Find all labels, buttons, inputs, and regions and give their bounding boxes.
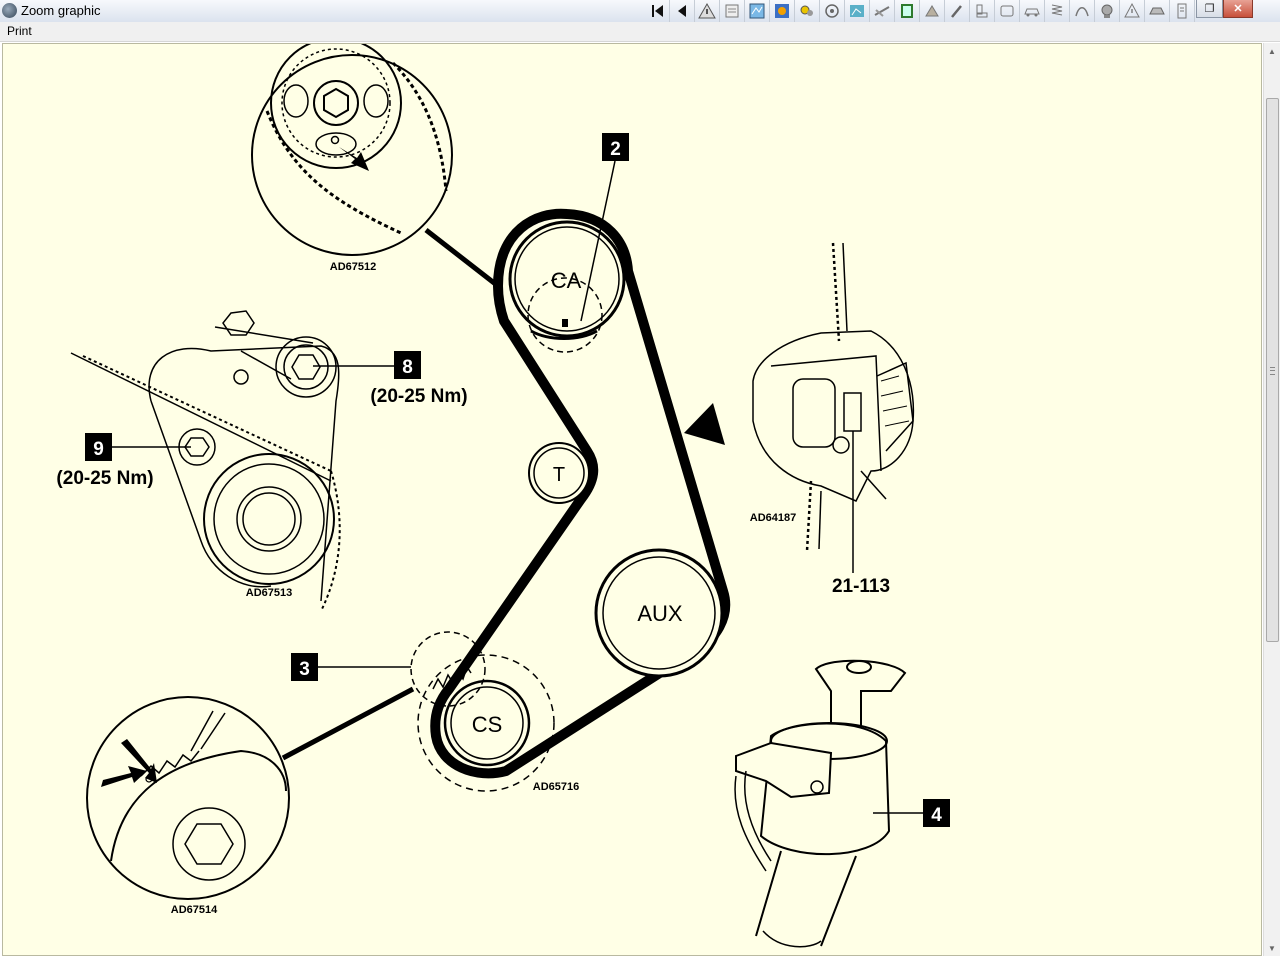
timing-belt	[430, 208, 731, 779]
camshaft-pulley: CA	[508, 220, 626, 353]
previous-button[interactable]	[670, 0, 695, 22]
caution-button[interactable]	[1120, 0, 1145, 22]
callout-2: 2	[580, 133, 629, 322]
restore-button[interactable]: ❐	[1196, 0, 1223, 18]
car-button[interactable]	[1020, 0, 1045, 22]
electrical-icon	[901, 4, 913, 18]
crankshaft-pulley: CS AD65716	[410, 631, 579, 793]
auxiliary-pulley: AUX	[594, 548, 724, 678]
warning-button[interactable]	[695, 0, 720, 22]
callout-9: 9 (20-25 Nm)	[56, 433, 191, 489]
tool-detail: 21-113 AD64187	[750, 242, 915, 597]
window-icon	[1000, 5, 1014, 17]
seat-icon	[976, 4, 988, 18]
tensioner-pulley: T	[528, 442, 590, 504]
car-icon	[1024, 8, 1040, 17]
wiring-button[interactable]	[745, 0, 770, 22]
torque-label-9: (20-25 Nm)	[56, 468, 153, 489]
notes-icon	[1177, 3, 1187, 19]
torque-label-8: (20-25 Nm)	[370, 386, 467, 407]
body-icon	[850, 5, 864, 17]
document-icon	[725, 4, 739, 18]
svg-text:2: 2	[610, 139, 621, 160]
vehicle-button[interactable]	[1145, 0, 1170, 22]
crankshaft-label: CS	[472, 712, 503, 737]
tool-detail-ref: AD64187	[750, 512, 796, 524]
tensioner-label: T	[553, 464, 565, 486]
crank-zone-ref: AD65716	[533, 781, 579, 793]
brush-button[interactable]	[945, 0, 970, 22]
suspension-button[interactable]	[1045, 0, 1070, 22]
callout-3: 3	[291, 653, 411, 681]
exhaust-icon	[874, 6, 890, 17]
grip-icon	[1270, 367, 1275, 375]
tools-icon	[800, 5, 813, 16]
electrical-button[interactable]	[895, 0, 920, 22]
previous-icon	[678, 5, 686, 17]
svg-text:8: 8	[402, 357, 413, 378]
timing-belt-diagram: CA T AUX CS AD65716 2	[56, 44, 950, 948]
exhaust-button[interactable]	[870, 0, 895, 22]
window-button[interactable]	[995, 0, 1020, 22]
brush-icon	[951, 5, 962, 18]
crank-detail-ref: AD67514	[171, 904, 218, 916]
window-controls: ❐ ✕	[1196, 0, 1253, 18]
vertical-scrollbar[interactable]: ▲ ▼	[1263, 43, 1280, 956]
wheel-icon	[825, 4, 839, 18]
crank-detail: AD67514	[86, 686, 415, 916]
graphic-canvas: CA T AUX CS AD65716 2	[2, 43, 1262, 956]
first-page-icon	[652, 5, 663, 17]
cooling-button[interactable]	[920, 0, 945, 22]
sensor-detail: 4	[734, 659, 950, 948]
scroll-up-icon[interactable]: ▲	[1268, 46, 1276, 56]
window-title: Zoom graphic	[21, 3, 101, 18]
brake-icon	[1101, 4, 1113, 18]
svg-text:9: 9	[93, 439, 104, 460]
engine-button[interactable]	[770, 0, 795, 22]
callout-8: 8 (20-25 Nm)	[313, 351, 468, 407]
direction-arrow-icon	[684, 403, 725, 445]
cooling-icon	[925, 5, 939, 17]
svg-text:3: 3	[299, 659, 310, 680]
vehicle-icon	[1149, 7, 1165, 15]
notes-button[interactable]	[1170, 0, 1195, 22]
wiring-icon	[749, 3, 765, 19]
tool-ref-label: 21-113	[832, 576, 890, 597]
caution-icon	[1124, 2, 1140, 18]
tensioner-detail: AD67513	[70, 310, 341, 612]
menu-bar: Print	[0, 22, 1280, 42]
camshaft-detail: AD67512	[251, 44, 500, 288]
first-page-button[interactable]	[645, 0, 670, 22]
close-button[interactable]: ✕	[1223, 0, 1253, 18]
toolbar	[645, 0, 1195, 22]
steering-button[interactable]	[1070, 0, 1095, 22]
scroll-thumb[interactable]	[1266, 98, 1279, 642]
app-icon	[2, 3, 17, 18]
tools-button[interactable]	[795, 0, 820, 22]
seat-button[interactable]	[970, 0, 995, 22]
camshaft-detail-ref: AD67512	[330, 261, 376, 273]
callout-4: 4	[931, 805, 942, 826]
suspension-icon	[1051, 4, 1063, 16]
engine-icon	[775, 4, 789, 18]
scroll-down-icon[interactable]: ▼	[1268, 943, 1276, 953]
body-button[interactable]	[845, 0, 870, 22]
tensioner-detail-ref: AD67513	[246, 587, 292, 599]
wheel-button[interactable]	[820, 0, 845, 22]
document-button[interactable]	[720, 0, 745, 22]
steering-icon	[1075, 7, 1089, 17]
auxiliary-label: AUX	[637, 601, 683, 626]
restore-icon: ❐	[1204, 3, 1215, 15]
camshaft-label: CA	[551, 268, 582, 293]
warning-icon	[698, 2, 716, 19]
menu-print[interactable]: Print	[7, 24, 32, 38]
close-icon: ✕	[1233, 3, 1243, 15]
brake-button[interactable]	[1095, 0, 1120, 22]
